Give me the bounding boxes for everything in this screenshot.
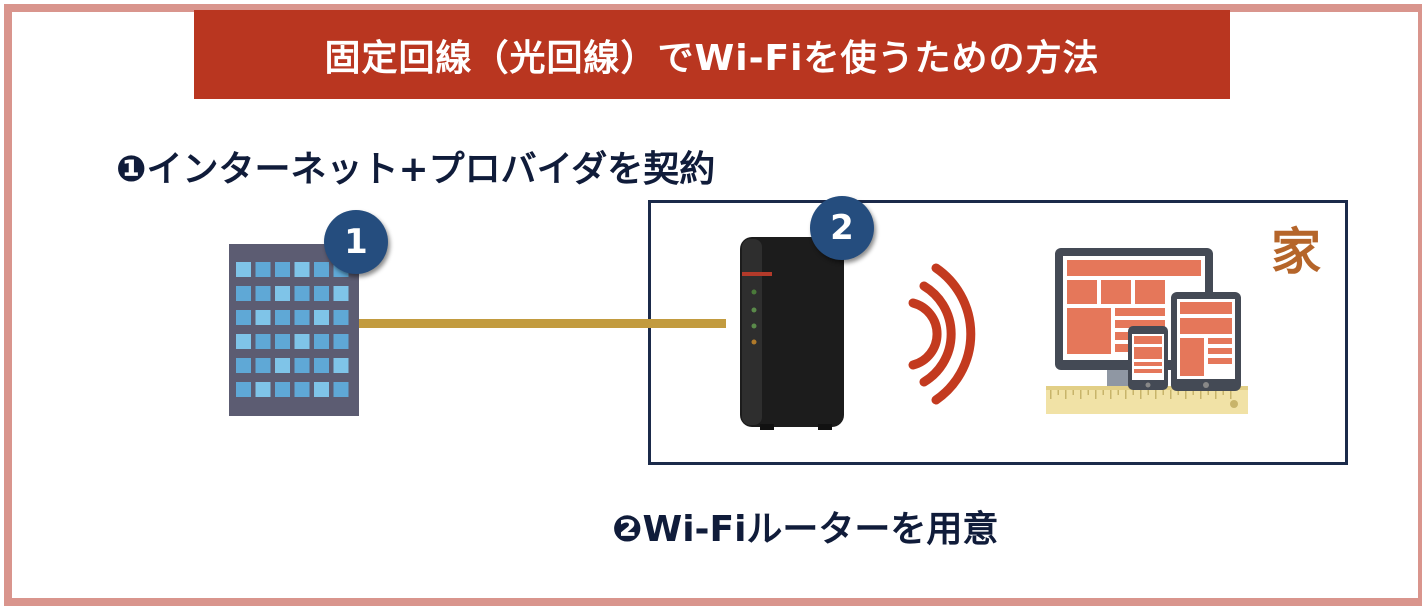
building-window: [255, 358, 271, 373]
building-window: [255, 382, 271, 397]
ruler-tick: [1147, 390, 1149, 395]
building-window: [275, 334, 290, 349]
building-window: [255, 286, 271, 301]
ruler-tick: [1177, 390, 1179, 395]
building-window: [314, 334, 329, 349]
building-window: [333, 286, 349, 301]
wifi-signal-icon: [908, 263, 976, 405]
step-badge-1: 1: [324, 210, 388, 274]
ruler-tick: [1192, 390, 1194, 395]
building-window: [314, 358, 329, 373]
cable-line: [356, 319, 726, 328]
ruler-tick: [1162, 390, 1164, 395]
ruler-tick: [1117, 390, 1119, 395]
ruler-tick: [1110, 390, 1112, 399]
ruler-tick: [1087, 390, 1089, 395]
building-window: [275, 358, 290, 373]
wifi-router-icon: [740, 237, 844, 430]
home-label: 家: [1271, 223, 1321, 281]
ruler-tick: [1065, 390, 1067, 399]
title-banner: 固定回線（光回線）でWi-Fiを使うための方法: [194, 10, 1230, 99]
building-window: [275, 286, 290, 301]
ruler-tick: [1185, 390, 1187, 399]
building-window: [275, 262, 290, 277]
building-window: [314, 310, 329, 325]
ruler-tick: [1095, 390, 1097, 399]
ruler-tick: [1050, 390, 1052, 399]
building-window: [294, 382, 310, 397]
building-window: [236, 382, 251, 397]
building-window: [333, 358, 349, 373]
building-window: [236, 286, 251, 301]
devices-icon: [1046, 248, 1248, 414]
page-title: 固定回線（光回線）でWi-Fiを使うための方法: [324, 37, 1100, 79]
building-window: [294, 262, 310, 277]
ruler-tick: [1132, 390, 1134, 395]
building-window: [236, 358, 251, 373]
ruler-tick: [1155, 390, 1157, 399]
step-badge-2: 2: [810, 196, 874, 260]
building-window: [255, 262, 271, 277]
building-window: [255, 310, 271, 325]
ruler-tick: [1057, 390, 1059, 395]
ruler-tick: [1222, 390, 1224, 395]
ruler-tick: [1072, 390, 1074, 395]
building-window: [294, 334, 310, 349]
ruler-tick: [1170, 390, 1172, 399]
ruler-tick: [1125, 390, 1127, 399]
building-window: [236, 310, 251, 325]
building-window: [294, 286, 310, 301]
ruler-tick: [1102, 390, 1104, 395]
building-window: [294, 358, 310, 373]
building-window: [314, 382, 329, 397]
ruler-tick: [1200, 390, 1202, 399]
building-window: [333, 310, 349, 325]
step1-label: ❶インターネット+プロバイダを契約: [116, 149, 716, 190]
ruler-tick: [1080, 390, 1082, 399]
building-window: [236, 334, 251, 349]
building-window: [275, 382, 290, 397]
building-window: [255, 334, 271, 349]
home-box: [648, 200, 1348, 465]
building-window: [236, 262, 251, 277]
building-window: [333, 382, 349, 397]
ruler-tick: [1140, 390, 1142, 399]
office-building-icon: [229, 244, 359, 416]
ruler-tick: [1207, 390, 1209, 395]
step2-label: ❷Wi-Fiルーターを用意: [612, 509, 999, 550]
building-window: [314, 262, 329, 277]
building-window: [275, 310, 290, 325]
building-window: [314, 286, 329, 301]
building-window: [294, 310, 310, 325]
building-window: [333, 334, 349, 349]
ruler-tick: [1215, 390, 1217, 399]
ruler-tick: [1230, 390, 1232, 399]
